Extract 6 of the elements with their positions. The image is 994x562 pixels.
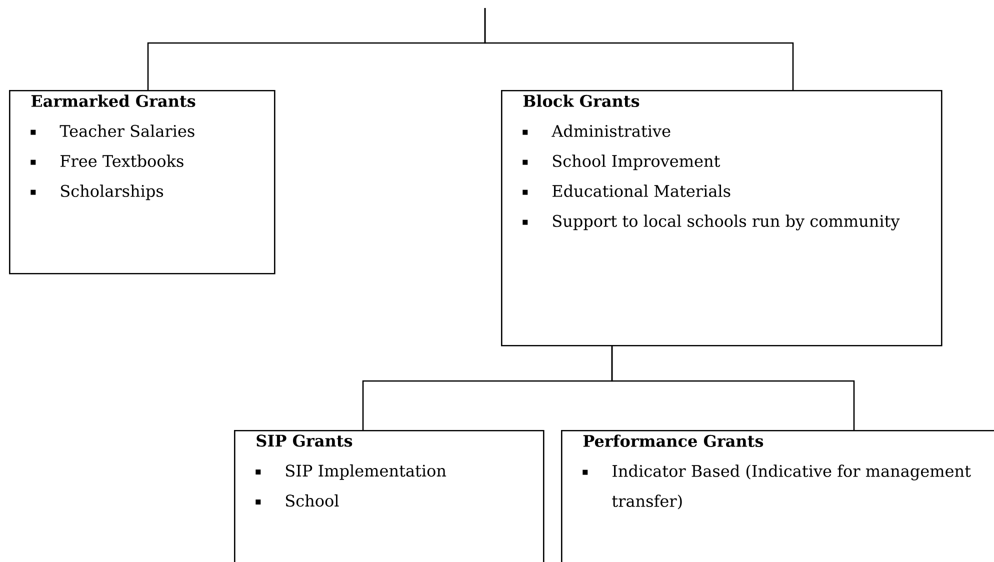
grant-box: SIP Grants SIP Implementation School	[234, 430, 544, 562]
grant-box: Performance Grants Indicator Based (Indicative for management transfer)	[561, 430, 994, 562]
connector-line	[611, 345, 855, 430]
grant-box: Block Grants Administrative School Improvement Educational Materials Support to local schools run by community	[501, 90, 942, 346]
grant-box: Earmarked Grants Teacher Salaries Free Textbooks Scholarships	[9, 90, 276, 274]
connector-line	[484, 8, 794, 90]
